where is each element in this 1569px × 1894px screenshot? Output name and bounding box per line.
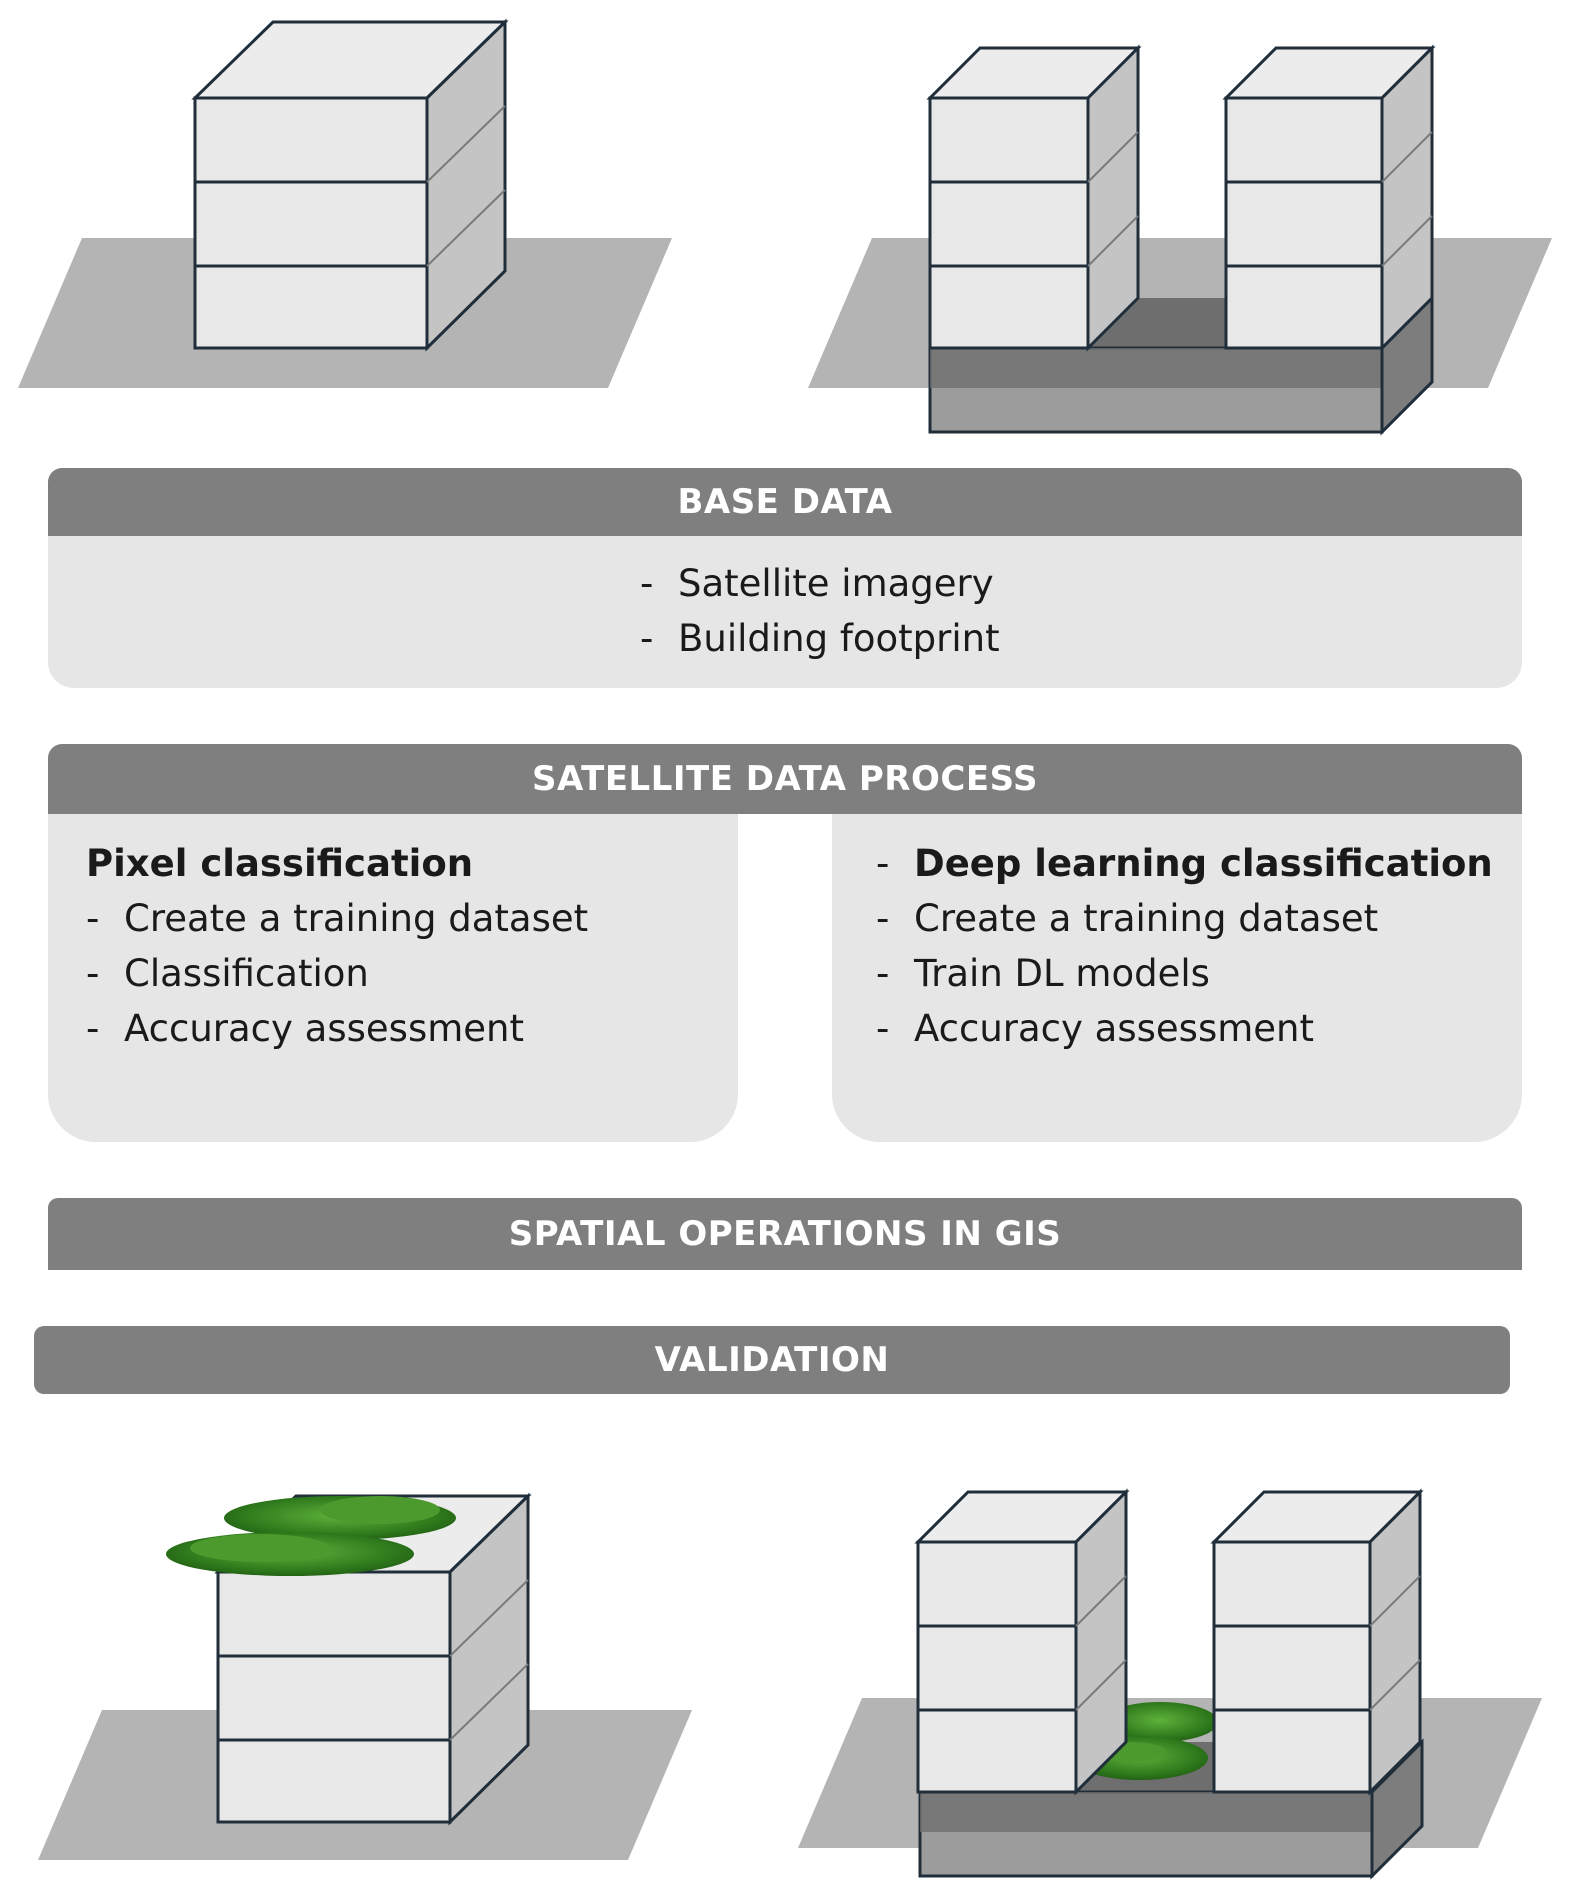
bottom-illustrations bbox=[38, 1488, 1542, 1880]
list-item: -Classification bbox=[86, 952, 369, 995]
spatial-operations-band: SPATIAL OPERATIONS IN GIS bbox=[48, 1198, 1522, 1270]
single-building-icon bbox=[18, 18, 672, 388]
list-item: -Building footprint bbox=[640, 617, 1000, 660]
satellite-process-title: SATELLITE DATA PROCESS bbox=[531, 759, 1039, 799]
list-item: -Accuracy assessment bbox=[876, 1007, 1314, 1050]
list-item: -Satellite imagery bbox=[640, 562, 994, 605]
pixel-classification-heading: Pixel classification bbox=[86, 842, 474, 885]
validation-title: VALIDATION bbox=[654, 1340, 890, 1380]
pixel-classification-panel: Pixel classification -Create a training … bbox=[48, 814, 738, 1142]
pixel-classification-list: Pixel classification -Create a training … bbox=[86, 836, 738, 1056]
base-data-panel: -Satellite imagery -Building footprint bbox=[48, 536, 1522, 688]
two-buildings-green-courtyard-icon bbox=[798, 1488, 1542, 1880]
base-data-header: BASE DATA bbox=[48, 468, 1522, 536]
green-roof-building-icon bbox=[38, 1492, 692, 1860]
base-data-title: BASE DATA bbox=[677, 482, 893, 522]
list-item: -Create a training dataset bbox=[876, 897, 1379, 940]
list-item: -Train DL models bbox=[876, 952, 1210, 995]
deep-learning-list: -Deep learning classification -Create a … bbox=[876, 836, 1522, 1056]
base-data-list: -Satellite imagery -Building footprint bbox=[640, 556, 1522, 666]
top-illustrations bbox=[18, 18, 1552, 436]
green-roof-vegetation-icon bbox=[166, 1496, 456, 1576]
spatial-operations-title: SPATIAL OPERATIONS IN GIS bbox=[508, 1214, 1062, 1254]
satellite-process-header: SATELLITE DATA PROCESS bbox=[48, 744, 1522, 814]
validation-band: VALIDATION bbox=[34, 1326, 1510, 1394]
deep-learning-heading: -Deep learning classification bbox=[876, 842, 1493, 885]
list-item: -Accuracy assessment bbox=[86, 1007, 524, 1050]
list-item: -Create a training dataset bbox=[86, 897, 589, 940]
deep-learning-panel: -Deep learning classification -Create a … bbox=[832, 814, 1522, 1142]
two-buildings-on-base-icon bbox=[808, 44, 1552, 436]
